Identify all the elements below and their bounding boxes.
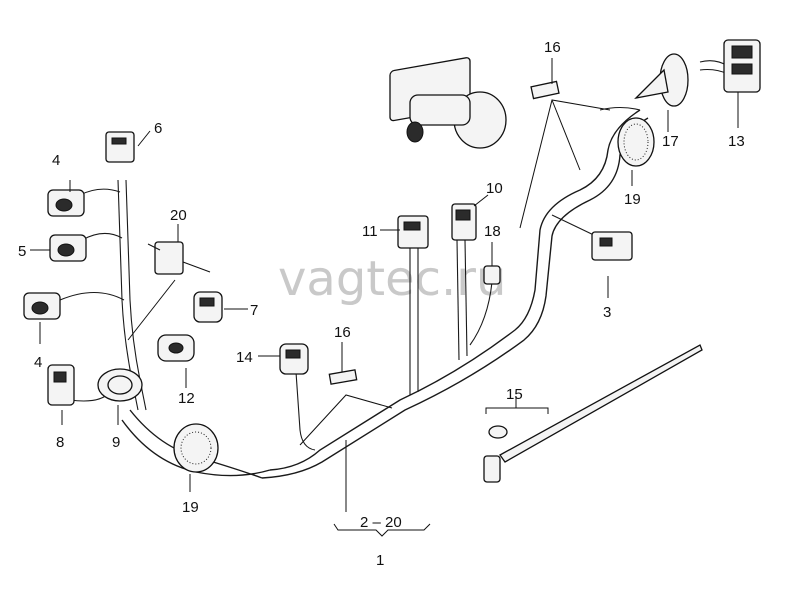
clip-20 <box>147 241 211 275</box>
connector-4-top <box>47 189 85 217</box>
callout-9: 9 <box>112 434 120 451</box>
callout-11: 11 <box>362 223 378 240</box>
grommet-19-left <box>173 423 219 473</box>
grommet-9 <box>97 368 143 402</box>
grommet-19-right <box>617 117 655 167</box>
cable-tie-15 <box>483 344 703 483</box>
connector-6 <box>105 131 135 163</box>
callout-19-right: 19 <box>624 191 641 208</box>
window-motor <box>389 57 507 149</box>
connector-12 <box>157 334 195 362</box>
connector-13 <box>723 39 761 93</box>
watermark: vagtec.ru <box>278 251 506 307</box>
callout-20: 20 <box>170 207 187 224</box>
connector-14 <box>279 343 309 375</box>
callout-14: 14 <box>236 349 253 366</box>
connector-10 <box>451 203 477 241</box>
callout-10: 10 <box>486 180 503 197</box>
harness-trunk <box>59 60 729 479</box>
callout-8: 8 <box>56 434 64 451</box>
callout-12: 12 <box>178 390 195 407</box>
leader-lines <box>30 58 739 537</box>
callout-2-20: 2 – 20 <box>360 514 402 531</box>
callout-17: 17 <box>662 133 679 150</box>
grommet-17 <box>634 53 689 107</box>
callout-3: 3 <box>603 304 611 321</box>
tape-16-lower <box>328 369 358 385</box>
connector-11 <box>397 215 429 249</box>
callout-5: 5 <box>18 243 26 260</box>
callout-13: 13 <box>728 133 745 150</box>
callout-labels: 6 4 5 4 8 9 20 7 12 14 16 11 10 18 16 3 … <box>18 39 745 569</box>
callout-4-top: 4 <box>52 152 60 169</box>
connector-4-bottom <box>23 292 61 320</box>
connector-3 <box>591 231 633 261</box>
callout-7: 7 <box>250 302 258 319</box>
connector-7 <box>193 291 223 323</box>
tape-16-upper <box>530 80 560 100</box>
connector-18 <box>483 265 501 285</box>
callout-1: 1 <box>376 552 384 569</box>
connector-8 <box>47 364 75 406</box>
connector-5 <box>49 234 87 262</box>
callout-15: 15 <box>506 386 523 403</box>
callout-19-left: 19 <box>182 499 199 516</box>
callout-18: 18 <box>484 223 501 240</box>
callout-4-bottom: 4 <box>34 354 42 371</box>
callout-16-upper: 16 <box>544 39 561 56</box>
callout-16-lower: 16 <box>334 324 351 341</box>
callout-6: 6 <box>154 120 162 137</box>
